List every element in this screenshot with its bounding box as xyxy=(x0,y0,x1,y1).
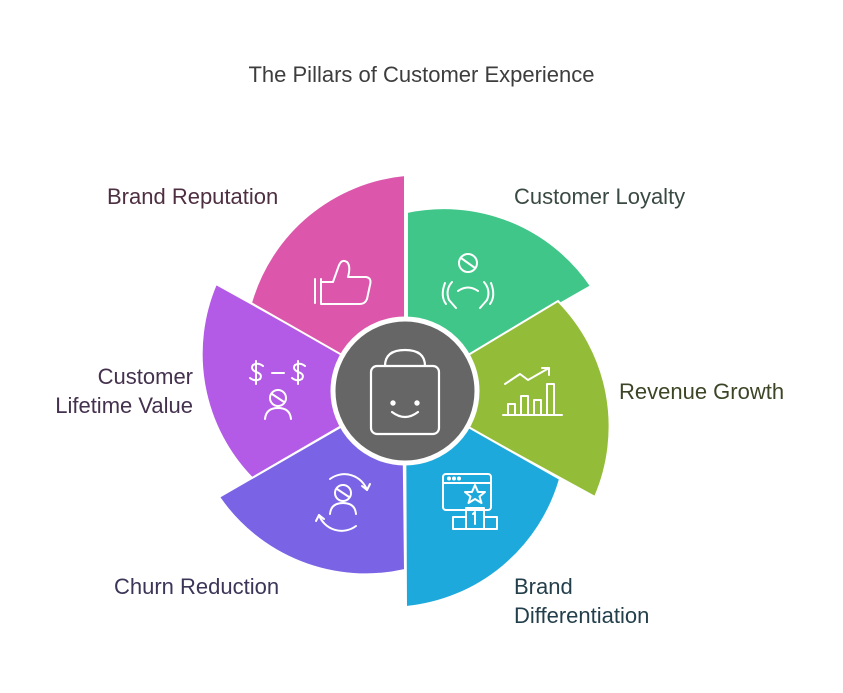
label-customer-loyalty: Customer Loyalty xyxy=(514,184,686,209)
center-circle xyxy=(330,316,480,466)
thumbs-up-icon xyxy=(314,259,372,305)
segment-customer-lifetime-value xyxy=(200,282,408,480)
growth-chart-icon xyxy=(502,367,563,416)
label-churn-reduction: Churn Reduction xyxy=(114,574,280,599)
shopping-bag-icon xyxy=(369,348,441,436)
label-revenue-growth: Revenue Growth xyxy=(619,379,785,404)
diagram-title: The Pillars of Customer Experience xyxy=(248,62,595,87)
segment-revenue-growth xyxy=(402,299,611,499)
person-cycle-icon xyxy=(315,473,371,532)
star-podium-icon xyxy=(442,473,498,530)
center-hub xyxy=(330,316,480,466)
label-brand-reputation: Brand Reputation xyxy=(107,184,279,209)
hands-holding-person-icon xyxy=(441,253,495,309)
person-dollar-icon xyxy=(249,360,306,420)
